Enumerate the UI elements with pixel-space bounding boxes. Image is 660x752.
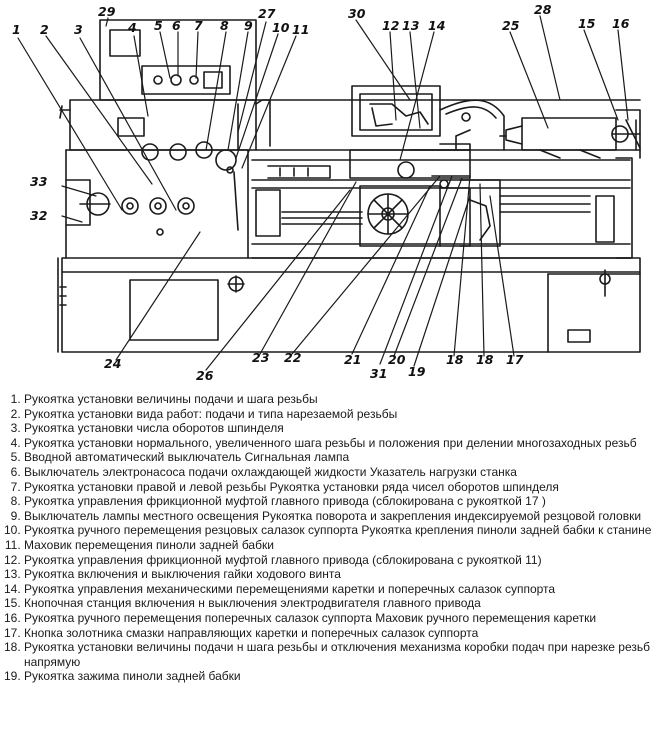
callout-16: 16 xyxy=(612,16,630,31)
callout-26: 26 xyxy=(196,368,214,383)
legend-list: Рукоятка установки величины подачи и шаг… xyxy=(0,392,660,684)
callout-20: 20 xyxy=(388,352,406,367)
callout-6: 6 xyxy=(172,18,181,33)
callout-24: 24 xyxy=(104,356,121,371)
lathe-bed xyxy=(251,99,641,259)
callout-29: 29 xyxy=(98,4,116,19)
callout-17: 17 xyxy=(506,352,524,367)
callout-1: 1 xyxy=(12,22,21,37)
callout-2: 2 xyxy=(40,22,49,37)
lathe-diagram: 1 2 3 4 5 6 7 8 9 10 11 12 13 14 15 16 1… xyxy=(12,2,641,383)
callout-12: 12 xyxy=(382,18,399,33)
callout-11: 11 xyxy=(292,22,309,37)
legend-item-15: Кнопочная станция включения н выключения… xyxy=(24,596,660,611)
callout-23: 23 xyxy=(252,350,269,365)
legend-item-12: Рукоятка управления фрикционной муфтой г… xyxy=(24,553,660,568)
legend-item-9: Выключатель лампы местного освещения Рук… xyxy=(24,509,660,524)
tool-post xyxy=(351,85,505,151)
legend-item-10: Рукоятка ручного перемещения резцовых са… xyxy=(24,523,660,538)
callout-14: 14 xyxy=(428,18,445,33)
legend-item-5: Вводной автоматический выключатель Сигна… xyxy=(24,450,660,465)
legend-item-4: Рукоятка установки нормального, увеличен… xyxy=(24,436,660,451)
callout-22: 22 xyxy=(284,350,301,365)
callout-18b: 18 xyxy=(446,352,464,367)
leader-lines xyxy=(17,15,629,371)
callout-8: 8 xyxy=(220,18,229,33)
legend-item-11: Маховик перемещения пиноли задней бабки xyxy=(24,538,660,553)
legend-item-18: Рукоятка установки величины подачи н шаг… xyxy=(24,640,660,669)
legend-item-13: Рукоятка включения и выключения гайки хо… xyxy=(24,567,660,582)
callout-31: 31 xyxy=(370,366,387,381)
callout-21: 21 xyxy=(344,352,361,367)
callout-10: 10 xyxy=(272,20,290,35)
callout-27: 27 xyxy=(258,6,276,21)
callout-32: 32 xyxy=(30,208,47,223)
callout-7: 7 xyxy=(194,18,203,33)
legend-item-17: Кнопка золотника смазки направляющих кар… xyxy=(24,626,660,641)
legend-item-14: Рукоятка управления механическими переме… xyxy=(24,582,660,597)
legend-item-1: Рукоятка установки величины подачи и шаг… xyxy=(24,392,660,407)
callout-4: 4 xyxy=(127,20,137,35)
legend-item-7: Рукоятка установки правой и левой резьбы… xyxy=(24,480,660,495)
legend-item-19: Рукоятка зажима пиноли задней бабки xyxy=(24,669,660,684)
callout-19: 19 xyxy=(408,364,426,379)
legend-item-8: Рукоятка управления фрикционной муфтой г… xyxy=(24,494,660,509)
callout-25: 25 xyxy=(502,18,520,33)
lathe-drawing: 1 2 3 4 5 6 7 8 9 10 11 12 13 14 15 16 1… xyxy=(12,2,641,383)
callout-9: 9 xyxy=(244,18,253,33)
callout-28: 28 xyxy=(534,2,552,17)
callout-33: 33 xyxy=(30,174,47,189)
legend-item-3: Рукоятка установки числа оборотов шпинде… xyxy=(24,421,660,436)
callout-15: 15 xyxy=(578,16,596,31)
legend-item-16: Рукоятка ручного перемещения поперечных … xyxy=(24,611,660,626)
callout-5: 5 xyxy=(154,18,163,33)
callout-3: 3 xyxy=(74,22,83,37)
legend-item-6: Выключатель электронасоса подачи охлажда… xyxy=(24,465,660,480)
callout-13: 13 xyxy=(402,18,419,33)
tailstock xyxy=(499,109,641,159)
callout-18: 18 xyxy=(476,352,494,367)
bed-base xyxy=(57,257,641,353)
callout-30: 30 xyxy=(348,6,366,21)
callout-labels: 1 2 3 4 5 6 7 8 9 10 11 12 13 14 15 16 1… xyxy=(12,2,630,383)
legend-item-2: Рукоятка установки вида работ: подачи и … xyxy=(24,407,660,422)
